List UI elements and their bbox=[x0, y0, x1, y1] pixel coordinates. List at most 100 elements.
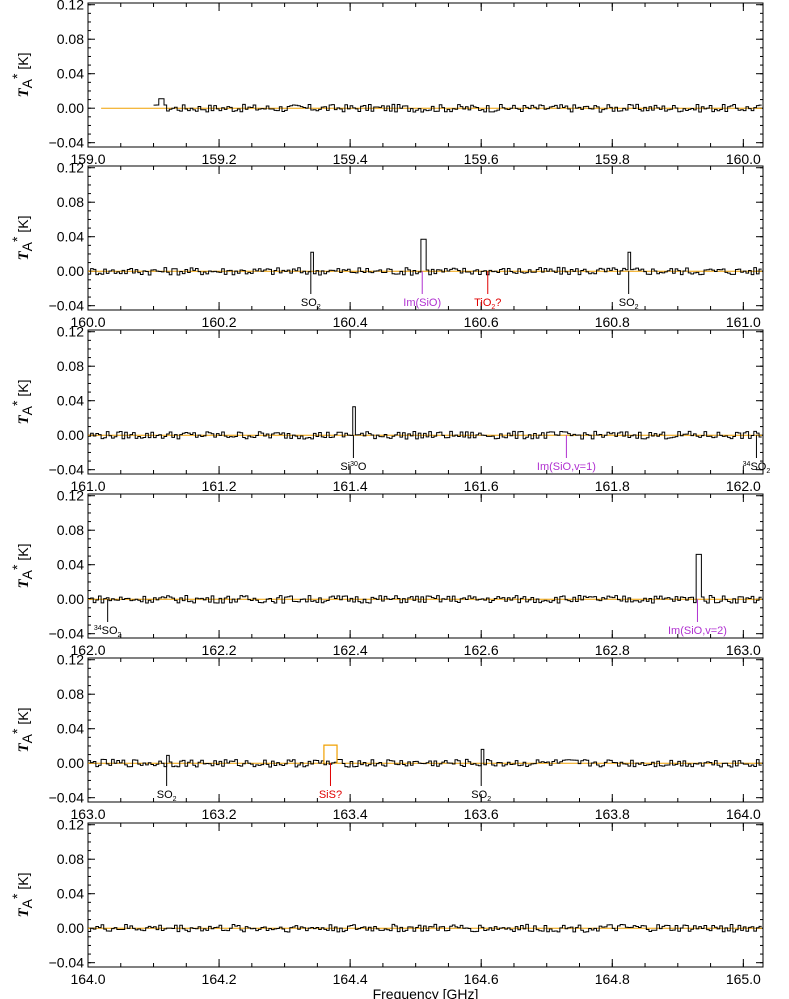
x-tick-label: 162.4 bbox=[333, 642, 368, 658]
y-tick-label: 0.08 bbox=[57, 31, 84, 47]
y-tick-label: −0.04 bbox=[49, 955, 85, 971]
x-tick-label: 162.8 bbox=[595, 642, 630, 658]
y-tick-label: −0.04 bbox=[49, 790, 85, 806]
x-tick-label: 159.6 bbox=[464, 151, 499, 167]
plot-frame bbox=[87, 493, 764, 639]
x-tick-label: 160.8 bbox=[595, 314, 630, 330]
x-axis-title: Frequency [GHz] bbox=[373, 986, 479, 999]
x-tick-label: 163.2 bbox=[202, 806, 237, 822]
x-tick-label: 164.0 bbox=[726, 806, 761, 822]
y-tick-label: 0.04 bbox=[57, 886, 84, 902]
x-tick-label: 159.0 bbox=[70, 151, 105, 167]
x-tick-label: 161.6 bbox=[464, 478, 499, 494]
y-tick-label: 0.00 bbox=[57, 591, 84, 607]
x-tick-label: 162.2 bbox=[202, 642, 237, 658]
y-axis-label: TA* [K] bbox=[9, 380, 35, 425]
x-tick-label: 160.0 bbox=[70, 314, 105, 330]
line-label: Im(SiO) bbox=[403, 297, 441, 309]
plot-frame bbox=[87, 165, 764, 311]
y-axis-label: TA* [K] bbox=[9, 873, 35, 918]
y-tick-label: −0.04 bbox=[49, 298, 85, 314]
x-tick-label: 162.0 bbox=[70, 642, 105, 658]
y-tick-label: 0.12 bbox=[57, 0, 84, 13]
x-tick-label: 164.8 bbox=[595, 971, 630, 987]
x-tick-label: 163.0 bbox=[70, 806, 105, 822]
x-tick-label: 161.8 bbox=[595, 478, 630, 494]
y-tick-label: −0.04 bbox=[49, 135, 85, 151]
line-label: SO2 bbox=[301, 297, 321, 311]
y-tick-label: −0.04 bbox=[49, 462, 85, 478]
line-label: SO2 bbox=[619, 297, 639, 311]
line-label: SiS? bbox=[319, 789, 342, 801]
plot-frame bbox=[87, 822, 764, 968]
observed-spectrum bbox=[88, 923, 762, 933]
line-label: SO2 bbox=[471, 789, 491, 803]
x-tick-label: 165.0 bbox=[726, 971, 761, 987]
y-tick-label: 0.08 bbox=[57, 358, 84, 374]
y-tick-label: −0.04 bbox=[49, 626, 85, 642]
line-label: 34SO2 bbox=[94, 625, 122, 639]
plot-frame bbox=[87, 657, 764, 803]
plot-frame bbox=[87, 329, 764, 475]
x-tick-label: 164.2 bbox=[202, 971, 237, 987]
observed-spectrum bbox=[88, 748, 762, 768]
y-tick-label: 0.08 bbox=[57, 851, 84, 867]
x-tick-label: 164.4 bbox=[333, 971, 368, 987]
y-tick-label: 0.08 bbox=[57, 522, 84, 538]
line-label: Si30O bbox=[340, 461, 367, 473]
x-tick-label: 161.0 bbox=[726, 314, 761, 330]
observed-spectrum bbox=[153, 98, 762, 113]
y-tick-label: 0.04 bbox=[57, 66, 84, 82]
x-tick-label: 161.2 bbox=[202, 478, 237, 494]
line-label: SO2 bbox=[157, 789, 177, 803]
y-tick-label: 0.04 bbox=[57, 721, 84, 737]
y-tick-label: 0.12 bbox=[57, 817, 84, 833]
x-tick-label: 161.0 bbox=[70, 478, 105, 494]
x-tick-label: 162.0 bbox=[726, 478, 761, 494]
observed-spectrum bbox=[88, 238, 762, 276]
line-label: 34SO2 bbox=[743, 461, 771, 475]
x-tick-label: 160.4 bbox=[333, 314, 368, 330]
x-tick-label: 159.8 bbox=[595, 151, 630, 167]
y-axis-label: TA* [K] bbox=[9, 544, 35, 589]
y-tick-label: 0.08 bbox=[57, 194, 84, 210]
x-tick-label: 163.6 bbox=[464, 806, 499, 822]
x-tick-label: 161.4 bbox=[333, 478, 368, 494]
x-tick-label: 159.2 bbox=[202, 151, 237, 167]
y-tick-label: 0.12 bbox=[57, 160, 84, 176]
x-tick-label: 164.6 bbox=[464, 971, 499, 987]
x-tick-label: 160.0 bbox=[726, 151, 761, 167]
y-tick-label: 0.00 bbox=[57, 920, 84, 936]
x-tick-label: 160.2 bbox=[202, 314, 237, 330]
line-label: Im(SiO,v=1) bbox=[537, 461, 596, 473]
y-tick-label: 0.00 bbox=[57, 263, 84, 279]
y-axis-label: TA* [K] bbox=[9, 216, 35, 261]
line-label: TiO2? bbox=[474, 297, 501, 311]
y-tick-label: 0.04 bbox=[57, 557, 84, 573]
x-tick-label: 160.6 bbox=[464, 314, 499, 330]
observed-spectrum bbox=[88, 406, 762, 440]
y-tick-label: 0.08 bbox=[57, 686, 84, 702]
x-tick-label: 162.6 bbox=[464, 642, 499, 658]
y-axis-label: TA* [K] bbox=[9, 708, 35, 753]
x-tick-label: 164.0 bbox=[70, 971, 105, 987]
x-tick-label: 163.4 bbox=[333, 806, 368, 822]
y-tick-label: 0.00 bbox=[57, 755, 84, 771]
line-label: Im(SiO,v=2) bbox=[668, 625, 727, 637]
y-tick-label: 0.00 bbox=[57, 100, 84, 116]
y-tick-label: 0.04 bbox=[57, 229, 84, 245]
model-peak bbox=[323, 744, 338, 764]
x-tick-label: 163.8 bbox=[595, 806, 630, 822]
x-tick-label: 159.4 bbox=[333, 151, 368, 167]
y-tick-label: 0.12 bbox=[57, 324, 84, 340]
y-tick-label: 0.12 bbox=[57, 652, 84, 668]
y-tick-label: 0.12 bbox=[57, 488, 84, 504]
observed-spectrum bbox=[88, 553, 762, 604]
